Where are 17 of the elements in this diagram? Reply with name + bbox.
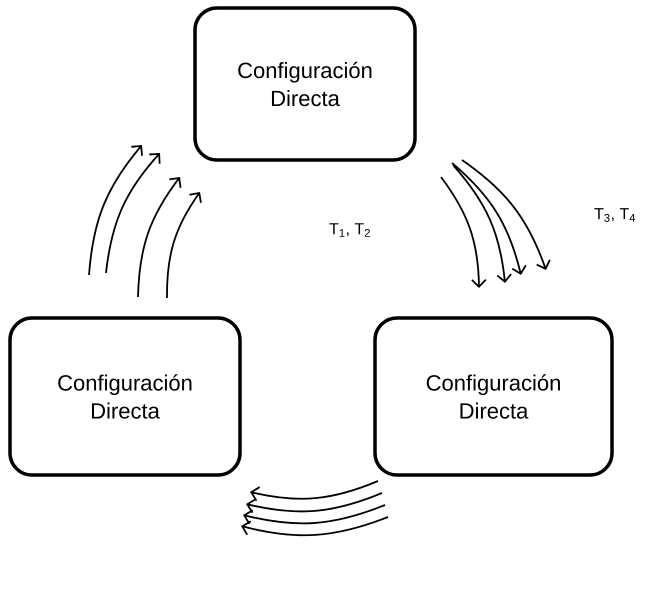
curved-arrow: [451, 162, 527, 275]
curved-arrow: [250, 480, 378, 502]
curved-arrow: [241, 516, 388, 536]
process-box: Configuración Directa: [193, 6, 417, 162]
process-box: Configuración Directa: [373, 316, 614, 477]
curved-arrow: [461, 159, 551, 270]
curved-arrow: [166, 192, 202, 298]
curved-arrow: [452, 164, 512, 283]
text-label: T$_{3}$, T$_{4}$: [594, 208, 636, 222]
curved-arrow: [105, 153, 161, 274]
curved-arrow: [243, 504, 386, 524]
process-box: Configuración Directa: [8, 316, 242, 477]
curved-arrow: [440, 176, 487, 288]
text-label: T$_{1}$, T$_{2}$: [329, 223, 370, 237]
curved-arrow: [137, 177, 182, 298]
curved-arrow: [88, 145, 143, 276]
curved-arrow: [246, 492, 382, 514]
